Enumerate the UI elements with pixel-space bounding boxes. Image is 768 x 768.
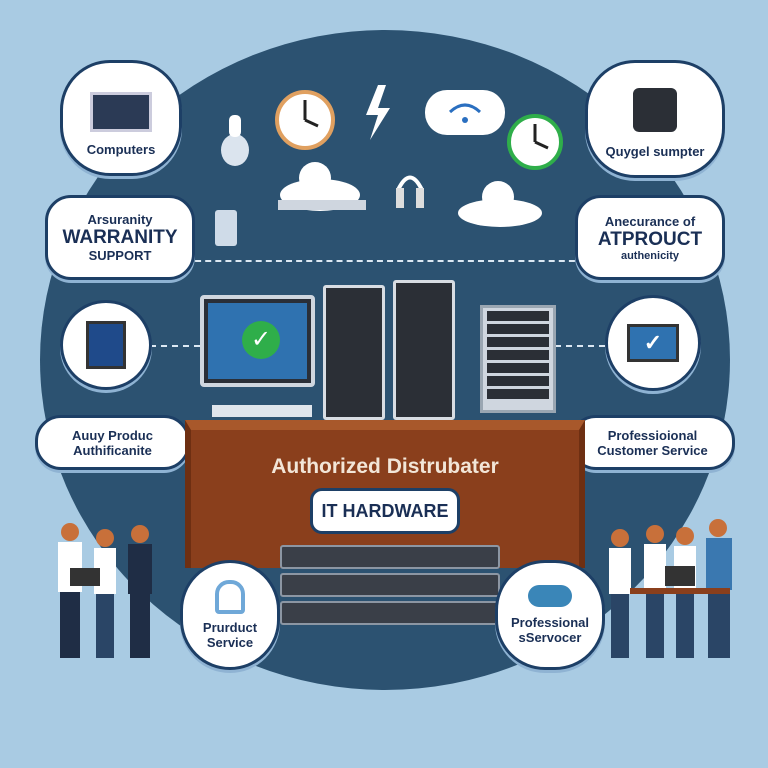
product-service-bubble: Prurduct Service (180, 560, 280, 670)
customer-service-label-1: Professioional (607, 427, 698, 443)
computers-label: Computers (86, 142, 156, 157)
lightning-icon (366, 85, 390, 140)
computer-icon (90, 92, 152, 132)
headset-icon (396, 175, 424, 208)
network-switch-stack (280, 545, 500, 633)
top-icons (215, 85, 563, 246)
laptop-icon (70, 568, 100, 586)
switch-icon (278, 200, 366, 210)
monitor: ✓ (200, 295, 315, 387)
customer-service-label-2: Customer Service (597, 442, 708, 458)
check-monitor-icon: ✓ (627, 324, 679, 362)
hardware-box-bubble (60, 300, 152, 390)
connector-line (555, 345, 605, 347)
server-rack (480, 305, 556, 413)
lock-icon (215, 580, 245, 614)
product-auth-label-2: Authificanite (73, 442, 152, 458)
server-tower (393, 280, 455, 420)
tablet-icon (215, 210, 237, 246)
person (94, 529, 116, 658)
people-group-right (609, 519, 732, 658)
cloud-icon (528, 585, 572, 607)
monitor-check-bubble: ✓ (605, 295, 701, 391)
customer-service-bubble: Professioional Customer Service (570, 415, 735, 470)
server-tower (323, 285, 385, 420)
people-group-left (58, 523, 152, 658)
professional-service-label-2: sServocer (518, 630, 582, 645)
table (630, 588, 730, 594)
cloud-icon (458, 181, 542, 227)
quygel-bubble: Quygel sumpter (585, 60, 725, 178)
speaker-icon (633, 88, 677, 132)
product-auth-bubble: Auuy Produc Authificanite (35, 415, 190, 470)
person (706, 519, 732, 658)
professional-service-label-1: Professional (510, 615, 590, 630)
authenticity-bubble: Anecurance of ATPROUCT authenicity (575, 195, 725, 280)
product-service-label-2: Service (206, 635, 254, 650)
warranty-sub-label: SUPPORT (88, 248, 152, 263)
connector-line (185, 260, 585, 262)
warranty-top-label: Arsuranity (87, 212, 153, 227)
quygel-label: Quygel sumpter (605, 144, 705, 159)
check-gear-icon: ✓ (242, 321, 280, 359)
product-service-label-1: Prurduct (202, 620, 258, 635)
authenticity-top-label: Anecurance of (604, 213, 696, 229)
clock-icon (275, 90, 335, 150)
hardware-box-icon (86, 321, 126, 369)
keyboard (212, 405, 312, 417)
distributor-label: Authorized Distrubater (271, 455, 499, 478)
clock-icon (507, 114, 563, 170)
product-auth-label-1: Auuy Produc (72, 427, 153, 443)
warranty-bubble: Arsuranity WARRANITY SUPPORT (45, 195, 195, 280)
person (128, 525, 152, 658)
laptop-icon (665, 566, 695, 586)
it-hardware-label: IT HARDWARE (310, 488, 460, 534)
wifi-cloud-icon (425, 90, 505, 135)
person (58, 523, 82, 658)
person (644, 525, 666, 658)
authenticity-main-label: ATPROUCT (597, 228, 703, 250)
person (609, 529, 631, 658)
connector-line (150, 345, 200, 347)
computers-bubble: Computers (60, 60, 182, 176)
warranty-main-label: WARRANITY (62, 227, 178, 248)
professional-service-bubble: Professional sServocer (495, 560, 605, 670)
lamp-icon (221, 115, 249, 166)
authenticity-sub-label: authenicity (620, 249, 680, 262)
